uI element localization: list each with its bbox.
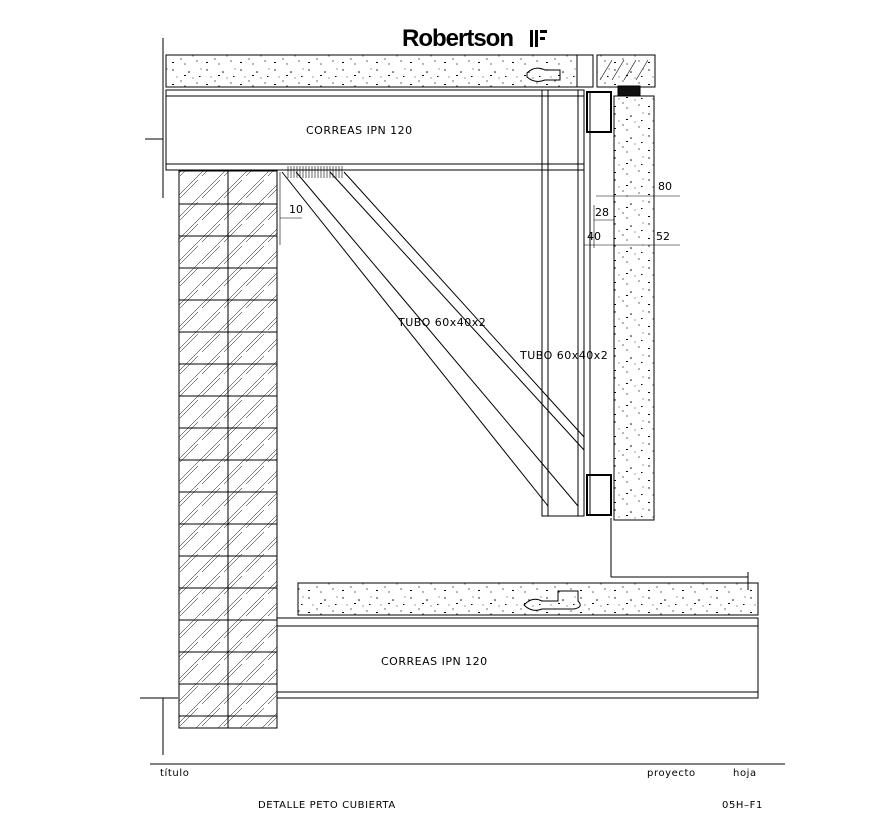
dim-52: 52 — [656, 230, 670, 243]
dim-10: 10 — [289, 203, 303, 216]
brand-name: Robertson — [402, 25, 513, 52]
weld-marks — [287, 166, 343, 178]
proyecto-label: proyecto — [647, 768, 696, 779]
titulo-label: título — [160, 767, 189, 779]
bottom-purlin-beam: CORREAS IPN 120 — [276, 617, 759, 699]
dim-40: 40 — [587, 230, 601, 243]
drawing-title: DETALLE PETO CUBIERTA — [258, 800, 396, 811]
diagonal-tube: TUBO 60x40x2 — [281, 171, 585, 507]
brick-wall — [178, 170, 278, 729]
label-correas-top: CORREAS IPN 120 — [306, 124, 413, 137]
hoja-label: hoja — [733, 768, 757, 779]
sheet-number: 05H–F1 — [722, 800, 763, 811]
label-correas-bottom: CORREAS IPN 120 — [381, 655, 488, 668]
label-tubo-diagonal: TUBO 60x40x2 — [397, 316, 486, 329]
brand-mark-icon — [530, 30, 547, 47]
label-tubo-vertical: TUBO 60x40x2 — [519, 349, 608, 362]
top-roof-panel — [165, 54, 656, 97]
vertical-tube: TUBO 60x40x2 — [519, 89, 612, 517]
top-purlin-beam: CORREAS IPN 120 — [165, 89, 585, 171]
title-block: título proyecto hoja DETALLE PETO CUBIER… — [150, 763, 785, 811]
brand-logo: Robertson — [402, 25, 547, 52]
facade-panel — [610, 95, 749, 590]
bottom-roof-panel — [297, 582, 759, 616]
dim-28: 28 — [595, 206, 609, 219]
dimension-annotations: 10 80 28 40 52 — [279, 172, 680, 248]
dim-80: 80 — [658, 180, 672, 193]
